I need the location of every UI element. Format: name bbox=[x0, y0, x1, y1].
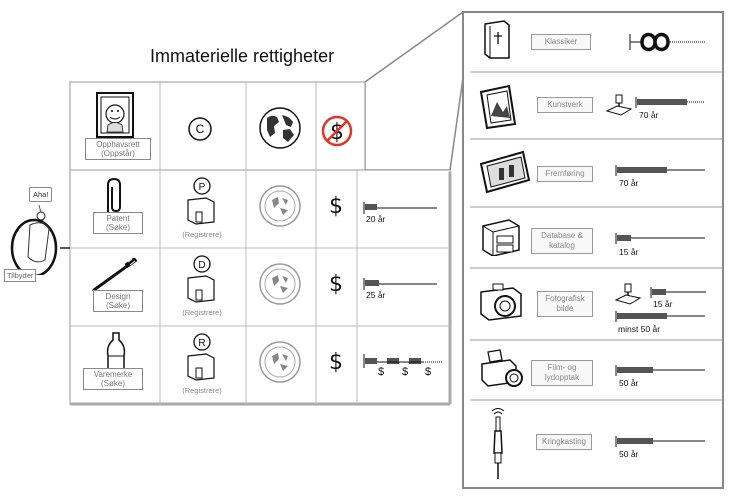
duration-label: 70 år bbox=[619, 178, 639, 188]
book-icon bbox=[484, 20, 510, 59]
page-title: Immaterielle rettigheter bbox=[150, 46, 335, 66]
trademark-office-icon: R bbox=[187, 333, 215, 381]
bottle-icon bbox=[106, 332, 126, 371]
globe-icon bbox=[259, 107, 301, 149]
svg-text:D: D bbox=[198, 260, 205, 271]
holder-label: Tilbyder bbox=[4, 269, 37, 282]
panel-label-klassiker: Klassiker bbox=[531, 34, 591, 50]
stage-icon bbox=[479, 150, 531, 194]
sculpture-icon bbox=[605, 94, 633, 116]
svg-text:P: P bbox=[199, 182, 206, 193]
panel-label-kringkasting: Kringkasting bbox=[536, 434, 592, 450]
duration-bar-fremforing bbox=[615, 165, 705, 176]
duration-label: 50 år bbox=[619, 449, 639, 459]
sculpture-icon bbox=[614, 283, 642, 305]
person-icon bbox=[10, 205, 58, 275]
dollar-sign: $ bbox=[329, 194, 343, 219]
duration-label: minst 50 år bbox=[618, 324, 661, 334]
card-catalog-icon bbox=[482, 219, 520, 256]
row-label-opphavsrett: Opphavsrett(Oppstår) bbox=[85, 138, 151, 160]
svg-text:R: R bbox=[198, 338, 205, 349]
camera-icon bbox=[480, 283, 522, 321]
no-money-icon: $ bbox=[321, 115, 353, 147]
duration-label: 15 år bbox=[653, 299, 673, 309]
duration-label: 15 år bbox=[619, 247, 639, 257]
row-label-varemerke: Varemerke(Søke) bbox=[83, 368, 143, 390]
patent-office-icon: P bbox=[187, 177, 215, 225]
dollar-sign: $ bbox=[329, 272, 343, 297]
duration-label: 20 år bbox=[366, 214, 386, 224]
panel-label-fremforing: Fremføring bbox=[537, 166, 593, 182]
toothbrush-icon bbox=[92, 258, 138, 292]
duration-bar-patent bbox=[363, 202, 437, 214]
row-label-patent: Patent(Søke) bbox=[93, 212, 143, 234]
infinity-icon bbox=[629, 32, 706, 52]
duration-bar-kunstverk bbox=[635, 97, 705, 108]
row-label-design: Design(Søke) bbox=[93, 290, 143, 312]
duration-bar-trademark bbox=[363, 354, 442, 368]
duration-label: 70 år bbox=[639, 110, 659, 120]
duration-bar-database bbox=[615, 233, 705, 244]
duration-label: 25 år bbox=[366, 290, 386, 300]
svg-text:C: C bbox=[196, 122, 205, 136]
panel-label-film: Film- og lydopptak bbox=[531, 360, 593, 386]
duration-label: 50 år bbox=[619, 378, 639, 388]
paperclip-icon bbox=[107, 177, 121, 213]
speech-bubble: Aha! bbox=[29, 187, 53, 202]
design-office-icon: D bbox=[187, 255, 215, 303]
dollar-mark: $ bbox=[402, 366, 409, 378]
portrait-frame-icon bbox=[96, 92, 134, 138]
duration-bar-foto-short bbox=[650, 287, 706, 298]
dollar-sign: $ bbox=[329, 350, 343, 375]
copyright-icon: C bbox=[188, 117, 212, 141]
register-label: (Registrere) bbox=[182, 230, 222, 239]
panel-label-foto: Fotografisk bilde bbox=[537, 291, 593, 317]
duration-bar-kringkasting bbox=[615, 436, 705, 447]
painting-icon bbox=[479, 84, 517, 130]
globe-icon bbox=[259, 185, 301, 227]
dollar-mark: $ bbox=[378, 366, 385, 378]
panel-label-kunstverk: Kunstverk bbox=[537, 97, 593, 113]
register-label: (Registrere) bbox=[182, 308, 222, 317]
video-camera-icon bbox=[481, 349, 523, 387]
duration-bar-design bbox=[363, 278, 437, 290]
panel-label-database: Database & katalog bbox=[531, 228, 593, 254]
microphone-icon bbox=[491, 408, 505, 479]
globe-icon bbox=[259, 341, 301, 383]
register-label: (Registrere) bbox=[182, 386, 222, 395]
globe-icon bbox=[259, 263, 301, 305]
dollar-mark: $ bbox=[425, 366, 432, 378]
duration-bar-foto-long bbox=[615, 311, 705, 322]
duration-bar-film bbox=[615, 365, 705, 376]
